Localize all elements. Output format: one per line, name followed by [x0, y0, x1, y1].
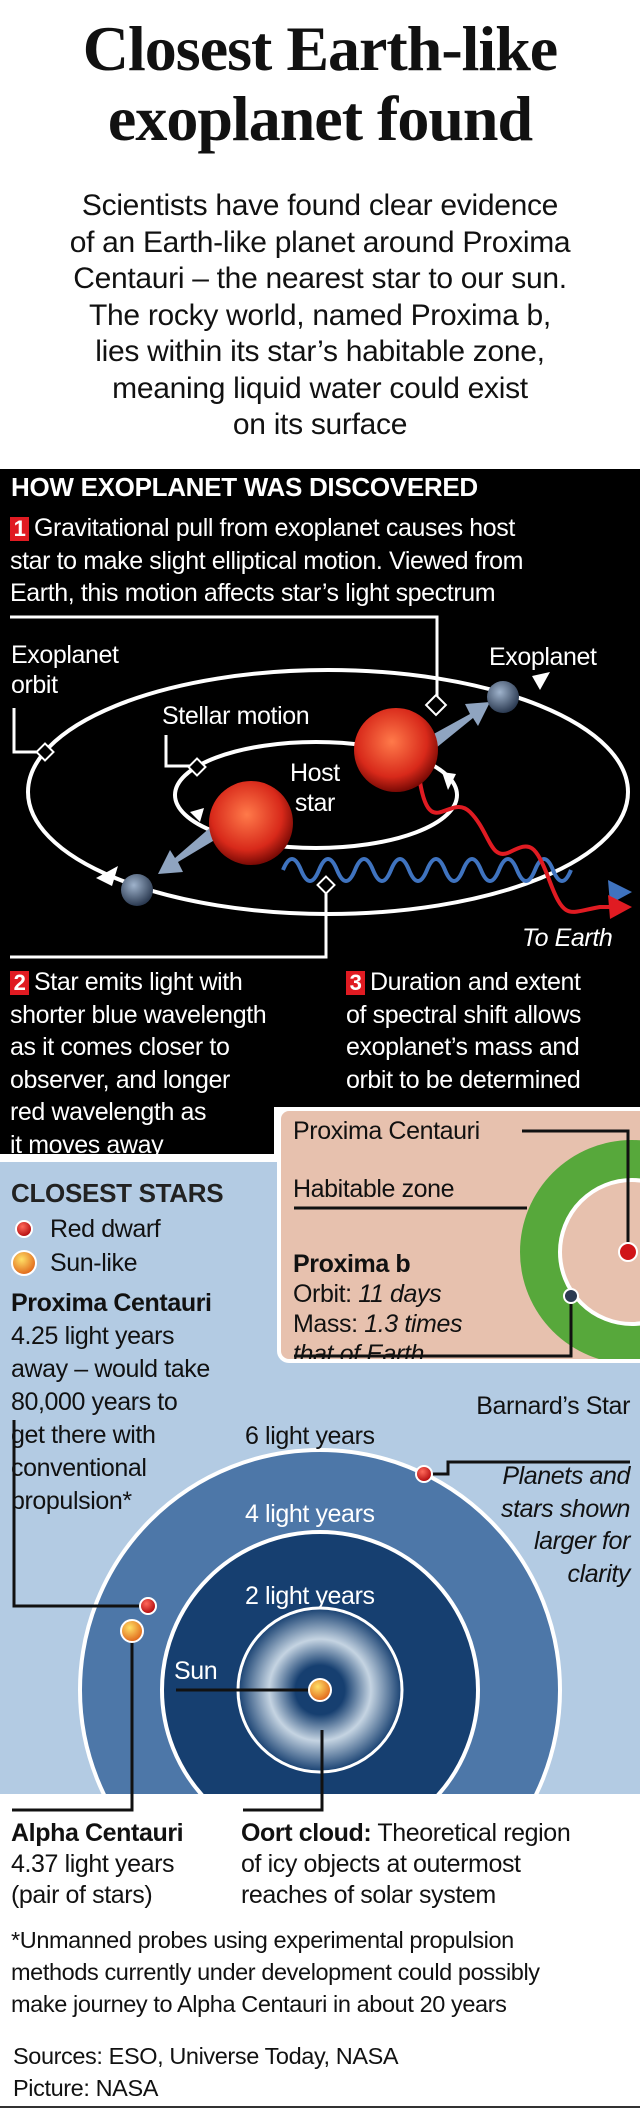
planet-orbit — [558, 1178, 640, 1326]
host-star-label: Host star — [290, 759, 340, 817]
barnard-star-label: Barnard’s Star — [476, 1392, 630, 1420]
arrow-up-icon — [532, 672, 550, 690]
stellar-motion-label: Stellar motion — [162, 702, 310, 730]
scale-note: Planets and stars shown larger for clari… — [501, 1462, 630, 1588]
bottom-callout-lines — [12, 1794, 324, 1812]
discovery-panel — [0, 469, 640, 1107]
arrow-left-icon — [96, 866, 118, 886]
blue-wave — [281, 857, 573, 883]
barnard-callout-line — [432, 1460, 630, 1476]
red-arrowhead-icon — [608, 895, 632, 919]
exoplanet-orbit-label: Exoplanet orbit — [11, 641, 119, 699]
legend-sun-like: Sun-like — [50, 1249, 138, 1277]
proxima-star-label: Proxima Centauri — [293, 1117, 480, 1145]
bottom-rule — [0, 2106, 640, 2108]
ring-label-2: 2 light years — [245, 1582, 375, 1610]
arrow-small-left-icon — [190, 808, 204, 822]
callout-line-stellar — [164, 735, 196, 768]
alpha-centauri-marker — [120, 1619, 144, 1643]
to-earth-label: To Earth — [522, 924, 613, 952]
alpha-centauri-info: Alpha Centauri 4.37 light years (pair of… — [11, 1819, 184, 1909]
callout-line-orbit — [12, 708, 44, 754]
sun-like-legend-icon — [11, 1250, 37, 1276]
motion-arrow-right — [430, 702, 490, 748]
proxima-centauri-star-icon — [618, 1242, 638, 1262]
callout-line-step1 — [10, 615, 439, 704]
exoplanet-position-1 — [487, 681, 519, 713]
proxima-b-planet-icon — [563, 1288, 579, 1304]
closest-stars-heading: CLOSEST STARS — [11, 1178, 224, 1208]
arrow-small-up-icon — [442, 772, 456, 790]
diamond-marker — [424, 693, 448, 717]
legend-red-dwarf: Red dwarf — [50, 1215, 161, 1243]
sun-marker — [308, 1678, 332, 1702]
ring-label-4: 4 light years — [245, 1500, 375, 1528]
proxima-system-box: Proxima Centauri Habitable zone Proxima … — [277, 1107, 640, 1363]
discovery-heading: HOW EXOPLANET WAS DISCOVERED — [11, 472, 478, 502]
diamond-marker — [316, 875, 336, 895]
red-dwarf-legend-icon — [15, 1220, 33, 1238]
proxima-b-info: Proxima b Orbit: 11 days Mass: 1.3 times… — [293, 1250, 463, 1363]
step3-number: 3 — [346, 971, 365, 995]
ring-label-6: 6 light years — [245, 1422, 375, 1450]
diamond-marker — [187, 757, 207, 777]
oort-cloud-info: Oort cloud: Theoretical region of icy ob… — [241, 1819, 571, 1909]
footnote: *Unmanned probes using experimental prop… — [11, 1927, 540, 2017]
motion-arrow-left — [158, 826, 218, 874]
orbit-diagram — [10, 615, 632, 959]
red-wave — [418, 781, 620, 914]
proxima-centauri-marker — [139, 1597, 157, 1615]
stellar-orbit — [173, 740, 459, 850]
callout-line-step2 — [10, 890, 328, 959]
habitable-zone-label: Habitable zone — [293, 1175, 455, 1203]
intro-text: Scientists have found clear evidence of … — [69, 189, 571, 441]
proxima-centauri-info: Proxima Centauri 4.25 light years away –… — [11, 1289, 212, 1515]
exoplanet-orbit — [26, 668, 630, 916]
host-star-position-2 — [209, 781, 293, 865]
distance-rings — [11, 1220, 630, 1794]
headline: Closest Earth-like exoplanet found — [82, 13, 558, 154]
diamond-marker — [35, 742, 55, 762]
host-star-position-1 — [354, 708, 438, 792]
proxima-callout-line — [12, 1420, 140, 1608]
credits: Sources: ESO, Universe Today, NASA Pictu… — [13, 2043, 399, 2101]
step1-number: 1 — [10, 517, 29, 541]
step2-number: 2 — [10, 971, 29, 995]
barnard-star-marker — [415, 1465, 433, 1483]
exoplanet-label: Exoplanet — [489, 643, 597, 671]
exoplanet-position-2 — [121, 874, 153, 906]
sun-label: Sun — [174, 1657, 218, 1685]
discovery-panel-tail — [0, 1100, 274, 1154]
habitable-zone-diagram — [294, 1129, 640, 1359]
